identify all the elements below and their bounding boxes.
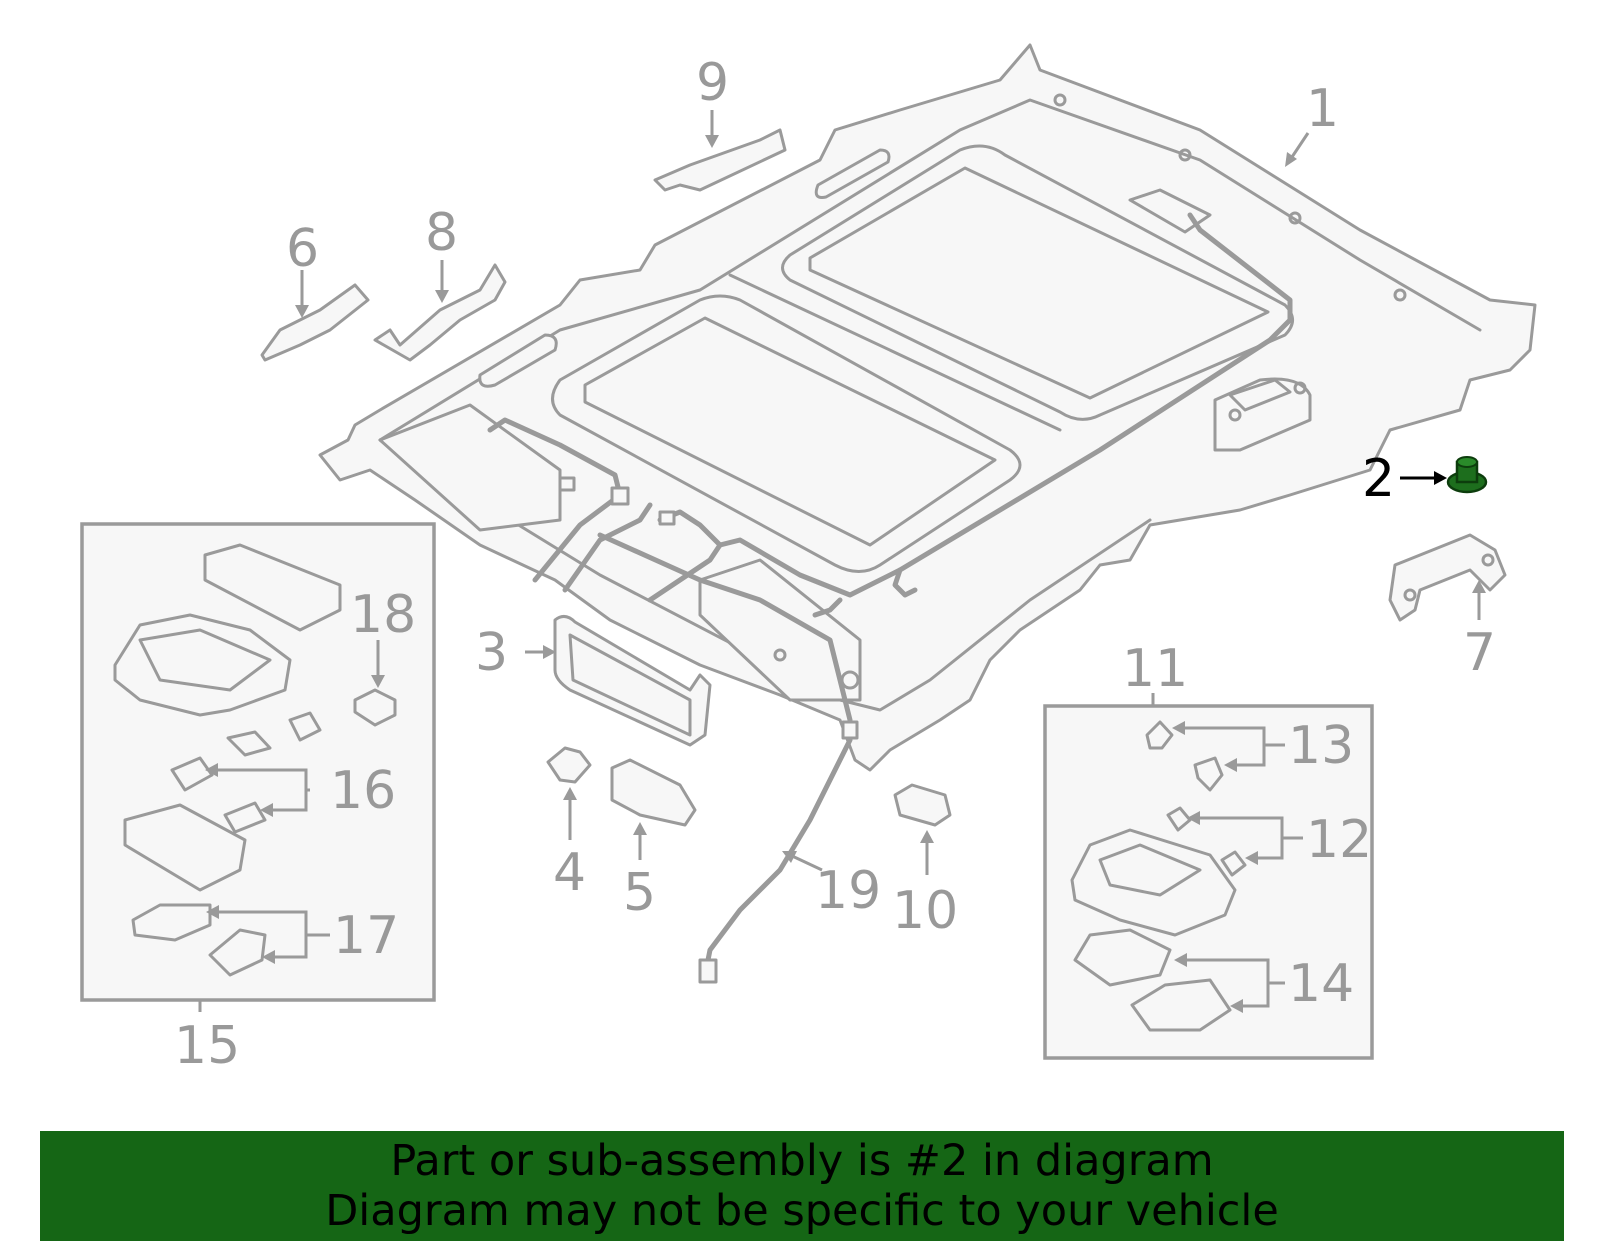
info-banner: Part or sub-assembly is #2 in diagram Di… — [40, 1131, 1564, 1241]
part-9-bracket — [653, 128, 787, 192]
callout-6: 6 — [286, 219, 319, 279]
callout-3: 3 — [475, 623, 508, 683]
parts-diagram: 1 2 3 4 5 6 7 8 9 10 11 12 13 14 15 16 1… — [80, 43, 1537, 1076]
callout-5: 5 — [623, 863, 656, 923]
callout-1: 1 — [1306, 79, 1339, 139]
headliner-part — [318, 43, 1537, 772]
callout-7: 7 — [1463, 623, 1496, 683]
callout-8: 8 — [425, 203, 458, 263]
callout-14: 14 — [1288, 954, 1354, 1014]
callout-13: 13 — [1288, 716, 1354, 776]
banner-line-2: Diagram may not be specific to your vehi… — [325, 1186, 1279, 1236]
part-6-bracket — [260, 283, 370, 362]
callout-19: 19 — [815, 861, 881, 921]
callout-4: 4 — [553, 843, 586, 903]
callout-15: 15 — [174, 1016, 240, 1076]
part-5-lamp — [610, 758, 697, 827]
wiring-harness-part — [487, 212, 1293, 984]
part-10-connector — [893, 783, 952, 827]
callout-17: 17 — [333, 906, 399, 966]
part-2-highlighted-clip — [1446, 456, 1488, 494]
part-7-grab-handle — [1388, 533, 1507, 622]
callout-12: 12 — [1306, 810, 1372, 870]
banner-line-1: Part or sub-assembly is #2 in diagram — [390, 1136, 1214, 1186]
part-8-bracket — [373, 263, 507, 362]
callout-9: 9 — [696, 53, 729, 113]
box-15-parts — [113, 543, 397, 977]
callout-10: 10 — [892, 881, 958, 941]
part-4-clip — [546, 746, 592, 784]
callout-arrows — [198, 110, 1486, 1013]
callout-2: 2 — [1362, 449, 1395, 509]
box-11-parts — [1070, 720, 1247, 1032]
callout-11: 11 — [1122, 639, 1188, 699]
callout-18: 18 — [350, 585, 416, 645]
callout-16: 16 — [330, 761, 396, 821]
